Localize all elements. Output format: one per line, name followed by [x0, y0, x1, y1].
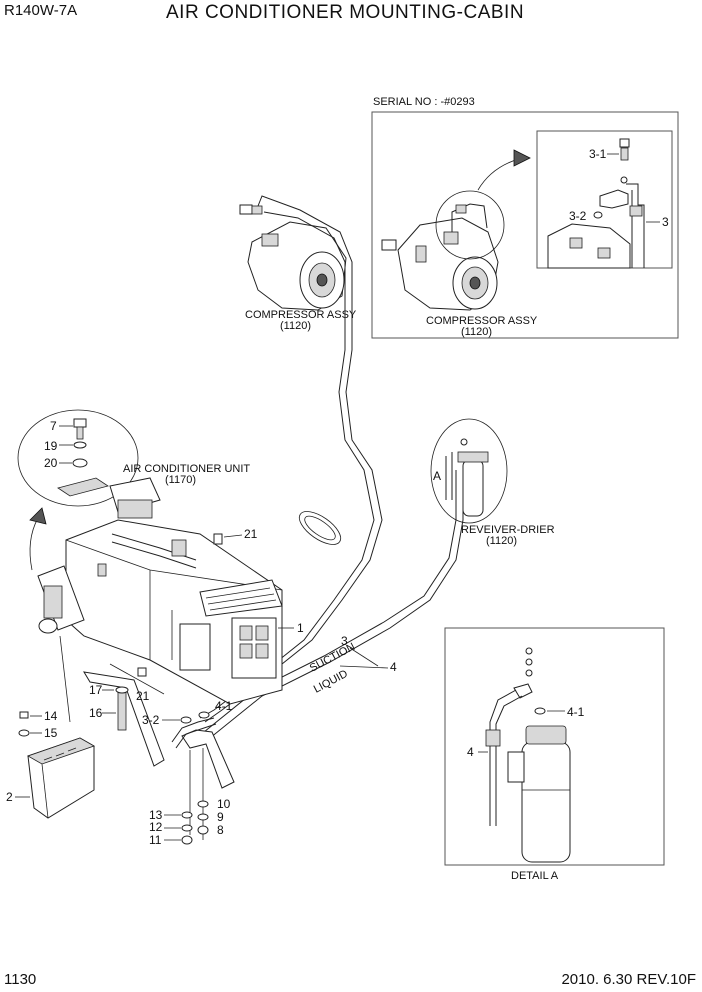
leader-21-top: [223, 534, 243, 538]
callout-10: 10: [217, 797, 231, 811]
suction-hose-outer: [204, 195, 383, 723]
callout-3-inset: 3: [662, 215, 669, 229]
callout-1: 1: [297, 621, 304, 635]
callout-4-1-detail: 4-1: [567, 705, 585, 719]
callout-3-2-inset: 3-2: [569, 209, 587, 223]
model-code: R140W-7A: [4, 2, 78, 19]
liquid-hose-inner: [195, 470, 457, 739]
receiver-bubble: [430, 418, 508, 524]
washer-15: [18, 729, 30, 737]
washer-9: [197, 813, 209, 821]
callout-3-1: 3-1: [589, 147, 607, 161]
screw-21-top: [213, 533, 223, 545]
washer-10: [197, 800, 209, 808]
drain-hose-16: [117, 689, 127, 731]
main-compressor: [239, 204, 347, 311]
callout-8: 8: [217, 823, 224, 837]
oring-3-2: [180, 716, 192, 724]
callout-21-top: 21: [244, 527, 258, 541]
callout-12: 12: [149, 820, 163, 834]
callout-3-2-main: 3-2: [142, 713, 160, 727]
bolt-arrow-head: [29, 507, 47, 525]
nut-8: [197, 825, 209, 835]
callout-3-main: 3: [341, 634, 348, 648]
leader-3-main: [349, 647, 379, 667]
serial-inset-frame: [371, 111, 679, 339]
detail-a-label: DETAIL A: [511, 870, 559, 882]
screw-21-low: [137, 667, 147, 677]
page-number: 1130: [4, 971, 37, 988]
inset-compressor: [381, 190, 505, 311]
callout-4-1-main: 4-1: [215, 699, 233, 713]
detail-ref-letter: A: [433, 469, 441, 483]
ac-unit-code: (1170): [165, 474, 196, 486]
revision-date: 2010. 6.30 REV.10F: [561, 971, 696, 988]
detail-a-receiver: [485, 647, 571, 863]
receiver-label: REVEIVER-DRIER: [461, 524, 555, 536]
callout-2: 2: [6, 790, 13, 804]
nut-11: [181, 835, 193, 845]
callout-21-low: 21: [136, 689, 150, 703]
callout-17: 17: [89, 683, 103, 697]
main-compressor-label: COMPRESSOR ASSY: [245, 309, 357, 321]
ac-unit-label: AIR CONDITIONER UNIT: [123, 463, 250, 475]
receiver-drier: [445, 438, 489, 517]
hose-loop-inner: [304, 515, 336, 541]
callout-20: 20: [44, 456, 58, 470]
page-title: AIR CONDITIONER MOUNTING-CABIN: [166, 2, 525, 23]
main-compressor-code: (1120): [280, 320, 311, 332]
washer-12: [181, 824, 193, 832]
mounting-plate: [181, 729, 235, 789]
mount-bracket: [83, 671, 165, 767]
inset-arrow-head: [513, 149, 531, 167]
screw-14: [19, 711, 29, 719]
evaporator-pipes: [171, 717, 217, 749]
callout-13: 13: [149, 808, 163, 822]
callout-15: 15: [44, 726, 58, 740]
hose-loop: [298, 511, 342, 545]
callout-14: 14: [44, 709, 58, 723]
callout-4-main: 4: [390, 660, 397, 674]
callout-19: 19: [44, 439, 58, 453]
oring-4-1: [198, 711, 210, 719]
bolt-arrow-line: [29, 517, 39, 571]
callout-4-detail: 4: [467, 745, 474, 759]
detail-a-frame: [444, 627, 665, 866]
callout-9: 9: [217, 810, 224, 824]
receiver-code: (1120): [486, 535, 517, 547]
air-conditioner-unit: [37, 477, 283, 705]
bolt-detail-bubble: [17, 409, 139, 507]
washer-13: [181, 811, 193, 819]
callout-11: 11: [149, 833, 162, 847]
serial-note: SERIAL NO : -#0293: [373, 96, 475, 108]
bolt-stack: [57, 418, 109, 497]
inset-compressor-code: (1120): [461, 326, 492, 338]
inset-detail-fitting: [547, 138, 645, 269]
leader-4-main: [339, 665, 389, 669]
inset-compressor-label: COMPRESSOR ASSY: [426, 315, 538, 327]
hose-print-upper: SUCTION: [308, 641, 357, 675]
callout-16: 16: [89, 706, 103, 720]
callout-7: 7: [50, 419, 57, 433]
clamp-17: [115, 686, 129, 694]
liquid-hose-outer: [199, 470, 464, 745]
control-panel: [27, 737, 95, 819]
